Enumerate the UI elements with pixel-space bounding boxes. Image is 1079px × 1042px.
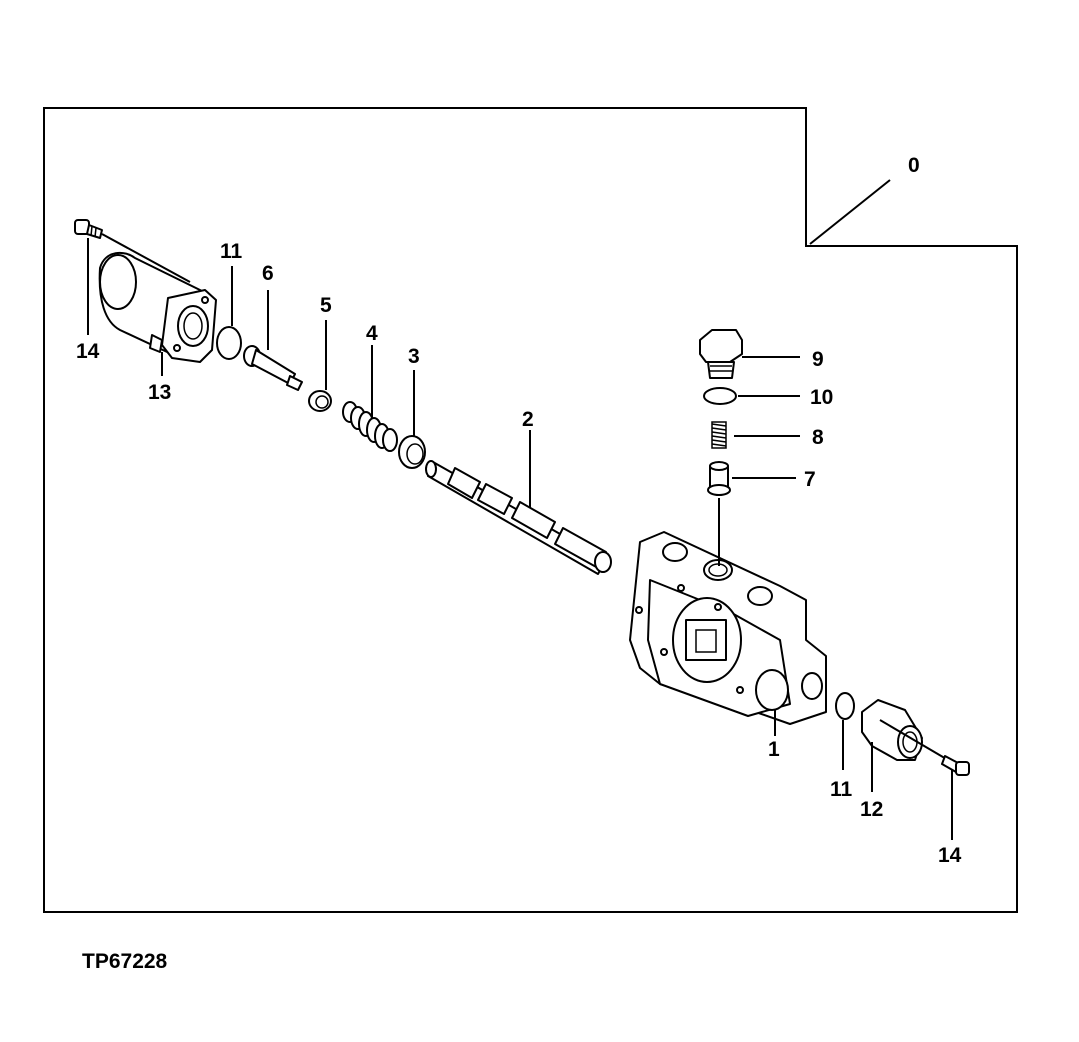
leader-0 [809, 179, 891, 245]
part-2-spool [425, 430, 612, 575]
part-4-spring [342, 345, 398, 452]
callout-5: 5 [320, 294, 332, 317]
callout-4: 4 [366, 322, 378, 345]
callout-6: 6 [262, 262, 274, 285]
callout-0: 0 [908, 154, 920, 177]
part-9-plug [699, 329, 800, 379]
part-11-oring-left [216, 326, 242, 360]
callout-12: 12 [860, 798, 883, 821]
part-12-cap [861, 699, 923, 792]
part-8-spring [711, 421, 800, 449]
part-13-end-cap [98, 251, 217, 376]
callout-7: 7 [804, 468, 816, 491]
diagram-frame [43, 107, 1018, 913]
part-3-spacer [398, 370, 426, 469]
part-10-oring [703, 387, 737, 405]
callout-11-left: 11 [220, 240, 243, 263]
callout-14-right: 14 [938, 844, 962, 867]
part-6-stopper [243, 290, 303, 391]
part-14-screw-left [74, 219, 191, 335]
part-5-seat [308, 320, 332, 412]
callout-8: 8 [812, 426, 824, 449]
part-14-screw-right [879, 719, 970, 840]
callout-13: 13 [148, 381, 171, 404]
callout-10: 10 [810, 386, 833, 409]
callout-9: 9 [812, 348, 824, 371]
callout-3: 3 [408, 345, 420, 368]
callout-1: 1 [768, 738, 780, 761]
callout-11-right: 11 [830, 778, 853, 801]
part-11-oring-right [835, 692, 855, 720]
callout-14-left: 14 [76, 340, 100, 363]
callout-2: 2 [522, 408, 534, 431]
figure-id-label: TP67228 [82, 950, 168, 973]
part-7-poppet [707, 461, 796, 566]
part-1-valve-housing [629, 531, 827, 736]
